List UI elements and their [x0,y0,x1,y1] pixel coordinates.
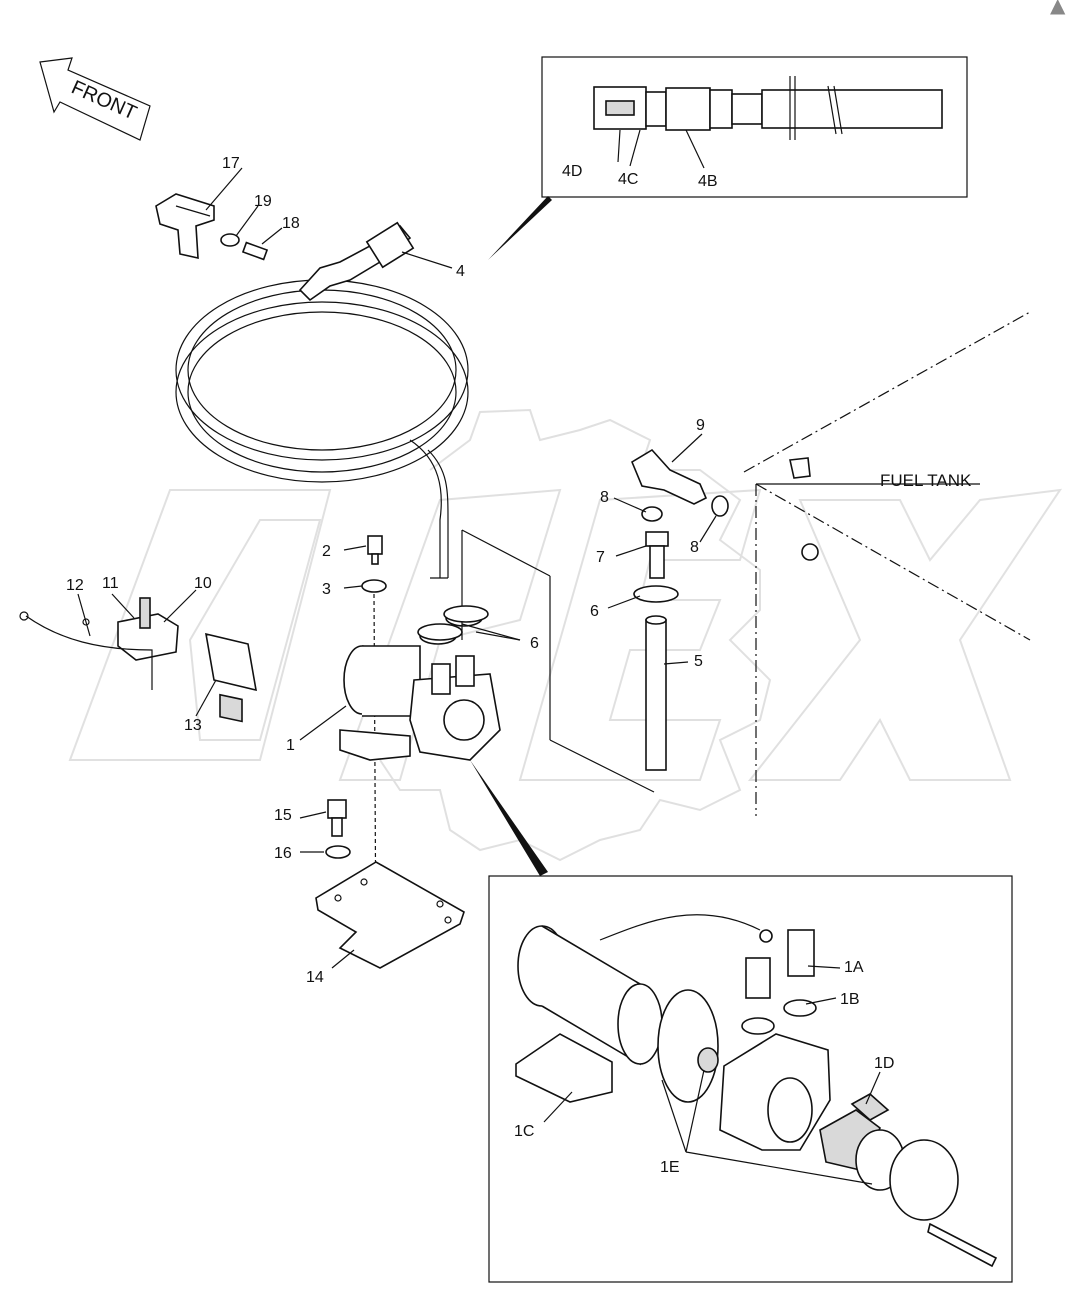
detail-box-pump [470,760,1013,1283]
bracket-17 [155,193,215,260]
callout-17: 17 [222,155,240,172]
hose-clamp-6-left-b [443,605,489,623]
callout-14: 14 [306,969,324,986]
callout-4: 4 [456,263,465,280]
nipple-7 [645,531,669,579]
mounting-plate-14 [315,861,465,969]
leader-lines [77,167,881,1185]
washer-3 [361,579,387,593]
toggle-switch [19,597,179,690]
corner-mark: ▲ [1050,0,1066,17]
detail-box-hose-end [488,56,968,260]
hose-clamp-6-left-a [417,623,463,641]
washer-19 [220,233,240,247]
tube-5 [645,615,667,771]
callout-1b: 1B [840,991,860,1008]
fuel-tank-label: FUEL TANK [880,471,972,490]
pump-1 [339,529,655,793]
callout-18: 18 [282,215,300,232]
callout-1: 1 [286,737,295,754]
o-ring-8-right [711,495,729,517]
callout-13: 13 [184,717,202,734]
fuel-tank [743,311,1031,816]
o-ring-8-left [641,506,663,522]
watermark-logo [68,408,1063,862]
front-arrow: FRONT [39,57,151,141]
callout-11: 11 [102,575,119,592]
callout-9: 9 [696,417,705,434]
callout-15: 15 [274,807,292,824]
hose-coil [175,221,469,579]
bolt-15 [327,799,347,837]
callout-6-left: 6 [530,635,539,652]
callout-19: 19 [254,193,272,210]
callout-8-left: 8 [600,489,609,506]
callout-4d: 4D [562,163,582,180]
callout-3: 3 [322,581,331,598]
callout-4c: 4C [618,171,638,188]
callout-1a: 1A [844,959,864,976]
bolt-2 [367,535,383,565]
washer-16 [325,845,351,859]
callout-7: 7 [596,549,605,566]
callout-10: 10 [194,575,212,592]
label-plate-13 [205,632,257,723]
callout-1c: 1C [514,1123,534,1140]
callout-2: 2 [322,543,331,560]
assembly-line [373,593,377,961]
callout-1d: 1D [874,1055,894,1072]
bolt-18 [241,241,269,261]
elbow-9 [630,448,708,505]
front-arrow-label: FRONT [68,76,140,124]
callout-1e: 1E [660,1159,680,1176]
callout-4b: 4B [698,173,718,190]
callout-6-right: 6 [590,603,599,620]
callout-12: 12 [66,577,84,594]
callout-16: 16 [274,845,292,862]
callout-5: 5 [694,653,703,670]
callout-8-right: 8 [690,539,699,556]
hose-clamp-6-right [633,585,679,603]
